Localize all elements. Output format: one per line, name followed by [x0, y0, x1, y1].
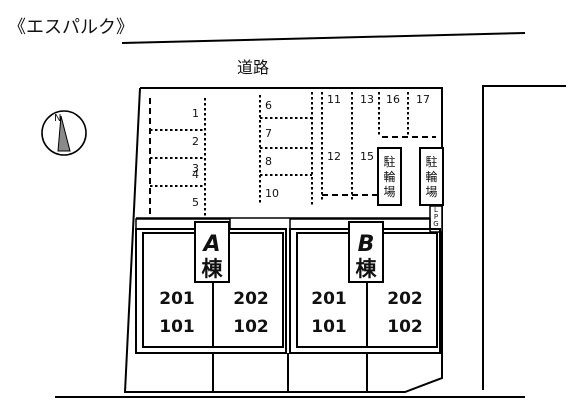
parking-lines-mid [259, 92, 313, 205]
parking-space-number: 8 [265, 155, 272, 168]
parking-numbers-right-mid: 12 15 [327, 150, 374, 163]
parking-numbers-mid: 6 7 8 10 [265, 99, 279, 200]
unit-a2-lower: 102 [233, 317, 269, 337]
bicycle-parking-box-1 [377, 147, 402, 206]
parking-space-number: 10 [265, 187, 279, 200]
map-title: 《エスパルク》 [8, 17, 134, 38]
parking-space-number: 12 [327, 150, 341, 163]
parking-space-number: 5 [192, 196, 199, 209]
building-b-kanji: 棟 [356, 257, 378, 281]
unit-a1-lower: 101 [159, 317, 195, 337]
parking-space-number: 4 [192, 168, 199, 181]
building-a-label-box [194, 221, 230, 283]
unit-b2-lower: 102 [387, 317, 423, 337]
parking-numbers-left: 1 2 34 5 [192, 107, 199, 209]
building-a-letter: A [201, 232, 220, 257]
parking-space-number: 15 [360, 150, 374, 163]
bicycle-parking-label-2: 駐輪場 [425, 154, 437, 199]
road-label: 道路 [237, 58, 269, 77]
building-b-letter: B [358, 232, 375, 257]
lot-boundary [123, 87, 443, 393]
parking-space-number: 16 [386, 93, 400, 106]
yard-dividers [212, 353, 368, 392]
road-edge-line [121, 32, 526, 44]
building-b-label-box [348, 221, 384, 283]
parking-space-number: 17 [416, 93, 430, 106]
north-arrow-icon: N [41, 110, 87, 156]
unit-a2-upper: 202 [233, 289, 269, 309]
parking-space-number: 11 [327, 93, 341, 106]
parking-space-number: 1 [192, 107, 199, 120]
parking-space-number: 7 [265, 127, 272, 140]
bicycle-parking-box-2 [419, 147, 444, 206]
parking-numbers-right-top: 11 13 16 17 [327, 93, 430, 106]
unit-b1-upper: 201 [311, 289, 347, 309]
parking-space-number: 6 [265, 99, 272, 112]
building-a-kanji: 棟 [202, 257, 224, 281]
north-label: N [54, 113, 61, 124]
parking-space-number: 3 [192, 162, 199, 175]
parking-lines-right [321, 92, 436, 200]
unit-a1-upper: 201 [159, 289, 195, 309]
unit-b1-lower: 101 [311, 317, 347, 337]
bicycle-parking-label-1: 駐輪場 [383, 154, 395, 199]
parking-space-number: 2 [192, 135, 199, 148]
parking-space-number: 13 [360, 93, 374, 106]
parking-lines-left [149, 98, 206, 218]
adjacent-lot-boundary [482, 85, 566, 390]
unit-b2-upper: 202 [387, 289, 423, 309]
